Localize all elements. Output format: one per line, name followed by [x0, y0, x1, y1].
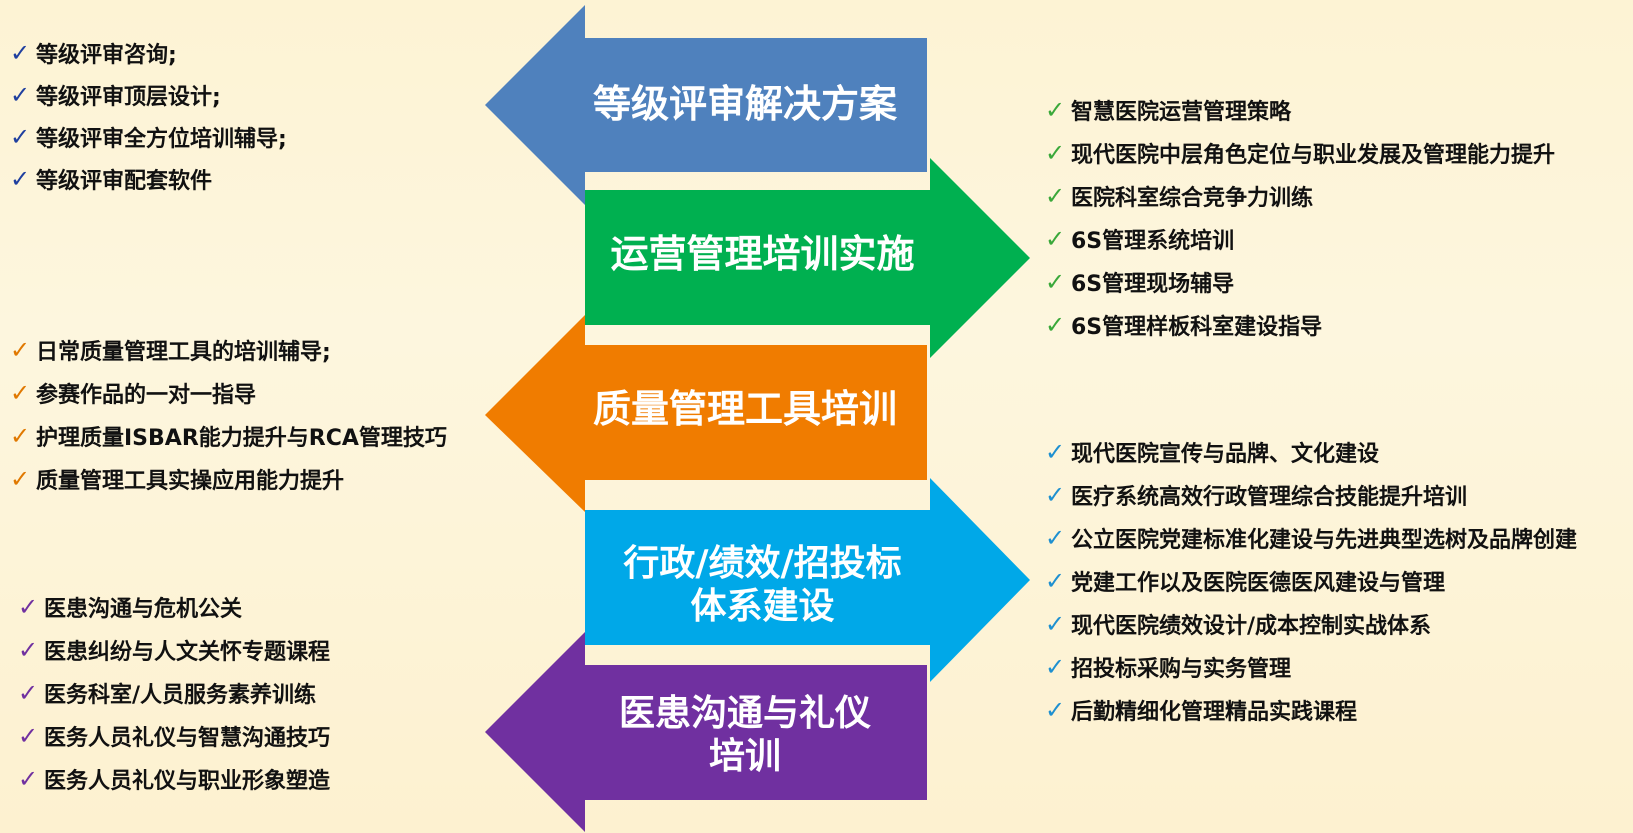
list-item: ✓医疗系统高效行政管理综合技能提升培训: [1045, 473, 1577, 516]
check-icon: ✓: [1045, 566, 1066, 595]
list-item: ✓现代医院中层角色定位与职业发展及管理能力提升: [1045, 131, 1555, 174]
list-item-text: 医务科室/人员服务素养训练: [44, 682, 317, 708]
list-item-text: 日常质量管理工具的培训辅导;: [36, 339, 331, 365]
list-item: ✓6S管理现场辅导: [1045, 260, 1555, 303]
list-item: ✓医务科室/人员服务素养训练: [18, 671, 330, 714]
arrow-grade-review: [485, 5, 927, 205]
list-item-text: 现代医院中层角色定位与职业发展及管理能力提升: [1071, 142, 1556, 168]
check-icon: ✓: [18, 764, 39, 793]
arrow-label-communication: 医患沟通与礼仪 培训: [618, 692, 871, 777]
check-icon: ✓: [1045, 695, 1066, 724]
check-icon: ✓: [18, 635, 39, 664]
list-item: ✓医务人员礼仪与智慧沟通技巧: [18, 714, 330, 757]
check-icon: ✓: [18, 678, 39, 707]
list-item: ✓现代医院宣传与品牌、文化建设: [1045, 430, 1577, 473]
list-item: ✓公立医院党建标准化建设与先进典型选树及品牌创建: [1045, 516, 1577, 559]
check-icon: ✓: [1045, 609, 1066, 638]
check-icon: ✓: [1045, 652, 1066, 681]
check-icon: ✓: [1045, 310, 1066, 339]
list-item-text: 智慧医院运营管理策略: [1071, 99, 1292, 125]
list-item: ✓等级评审全方位培训辅导;: [10, 116, 287, 158]
operations-list: ✓智慧医院运营管理策略✓现代医院中层角色定位与职业发展及管理能力提升✓医院科室综…: [1045, 88, 1555, 346]
list-item: ✓日常质量管理工具的培训辅导;: [10, 328, 447, 371]
list-item: ✓医患沟通与危机公关: [18, 585, 330, 628]
check-icon: ✓: [1045, 95, 1066, 124]
list-item-text: 公立医院党建标准化建设与先进典型选树及品牌创建: [1071, 527, 1578, 553]
quality-list: ✓日常质量管理工具的培训辅导;✓参赛作品的一对一指导✓护理质量ISBAR能力提升…: [10, 328, 447, 500]
check-icon: ✓: [10, 335, 31, 364]
check-icon: ✓: [10, 421, 31, 450]
list-item: ✓后勤精细化管理精品实践课程: [1045, 688, 1577, 731]
list-item-text: 医院科室综合竞争力训练: [1071, 185, 1314, 211]
list-item-text: 等级评审全方位培训辅导;: [36, 127, 287, 152]
list-item: ✓等级评审配套软件: [10, 158, 287, 200]
list-item: ✓党建工作以及医院医德医风建设与管理: [1045, 559, 1577, 602]
list-item: ✓护理质量ISBAR能力提升与RCA管理技巧: [10, 414, 447, 457]
grade-review-list: ✓等级评审咨询;✓等级评审顶层设计;✓等级评审全方位培训辅导;✓等级评审配套软件: [10, 32, 287, 200]
list-item: ✓6S管理样板科室建设指导: [1045, 303, 1555, 346]
check-icon: ✓: [1045, 224, 1066, 253]
list-item: ✓6S管理系统培训: [1045, 217, 1555, 260]
arrow-label-grade-review: 等级评审解决方案: [592, 82, 897, 127]
list-item-text: 医务人员礼仪与智慧沟通技巧: [44, 725, 331, 751]
list-item: ✓智慧医院运营管理策略: [1045, 88, 1555, 131]
check-icon: ✓: [18, 592, 39, 621]
list-item-text: 护理质量ISBAR能力提升与RCA管理技巧: [36, 425, 447, 451]
list-item-text: 6S管理系统培训: [1071, 228, 1235, 254]
list-item-text: 党建工作以及医院医德医风建设与管理: [1071, 570, 1446, 596]
check-icon: ✓: [10, 165, 31, 193]
admin-list: ✓现代医院宣传与品牌、文化建设✓医疗系统高效行政管理综合技能提升培训✓公立医院党…: [1045, 430, 1577, 731]
arrow-admin: [585, 478, 1030, 682]
list-item: ✓参赛作品的一对一指导: [10, 371, 447, 414]
list-item-text: 招投标采购与实务管理: [1071, 656, 1292, 682]
check-icon: ✓: [18, 721, 39, 750]
list-item: ✓医院科室综合竞争力训练: [1045, 174, 1555, 217]
arrow-label-admin: 行政/绩效/招投标 体系建设: [623, 542, 902, 627]
list-item-text: 医患沟通与危机公关: [44, 596, 243, 622]
check-icon: ✓: [10, 39, 31, 67]
arrow-operations: [585, 158, 1030, 358]
arrow-label-operations: 运营管理培训实施: [610, 232, 915, 277]
list-item-text: 现代医院宣传与品牌、文化建设: [1071, 441, 1380, 467]
list-item: ✓医患纠纷与人文关怀专题课程: [18, 628, 330, 671]
arrow-quality: [485, 315, 927, 512]
list-item-text: 6S管理样板科室建设指导: [1071, 314, 1323, 340]
check-icon: ✓: [1045, 138, 1066, 167]
list-item-text: 医患纠纷与人文关怀专题课程: [44, 639, 331, 665]
check-icon: ✓: [10, 378, 31, 407]
list-item-text: 后勤精细化管理精品实践课程: [1071, 699, 1358, 725]
list-item: ✓现代医院绩效设计/成本控制实战体系: [1045, 602, 1577, 645]
list-item-text: 等级评审顶层设计;: [36, 85, 221, 110]
arrow-label-quality: 质量管理工具培训: [592, 387, 897, 432]
check-icon: ✓: [10, 81, 31, 109]
list-item-text: 医疗系统高效行政管理综合技能提升培训: [1071, 484, 1468, 510]
list-item: ✓等级评审顶层设计;: [10, 74, 287, 116]
list-item: ✓医务人员礼仪与职业形象塑造: [18, 757, 330, 800]
list-item: ✓质量管理工具实操应用能力提升: [10, 457, 447, 500]
check-icon: ✓: [1045, 181, 1066, 210]
list-item-text: 等级评审咨询;: [36, 43, 177, 68]
list-item-text: 等级评审配套软件: [36, 169, 213, 194]
list-item: ✓招投标采购与实务管理: [1045, 645, 1577, 688]
check-icon: ✓: [1045, 480, 1066, 509]
list-item-text: 现代医院绩效设计/成本控制实战体系: [1071, 613, 1432, 639]
list-item-text: 参赛作品的一对一指导: [36, 382, 257, 408]
communication-list: ✓医患沟通与危机公关✓医患纠纷与人文关怀专题课程✓医务科室/人员服务素养训练✓医…: [18, 585, 330, 800]
list-item: ✓等级评审咨询;: [10, 32, 287, 74]
check-icon: ✓: [1045, 523, 1066, 552]
list-item-text: 医务人员礼仪与职业形象塑造: [44, 768, 331, 794]
list-item-text: 质量管理工具实操应用能力提升: [36, 468, 345, 494]
arrow-communication: [485, 632, 927, 832]
check-icon: ✓: [10, 464, 31, 493]
list-item-text: 6S管理现场辅导: [1071, 271, 1235, 297]
check-icon: ✓: [10, 123, 31, 151]
check-icon: ✓: [1045, 267, 1066, 296]
check-icon: ✓: [1045, 437, 1066, 466]
